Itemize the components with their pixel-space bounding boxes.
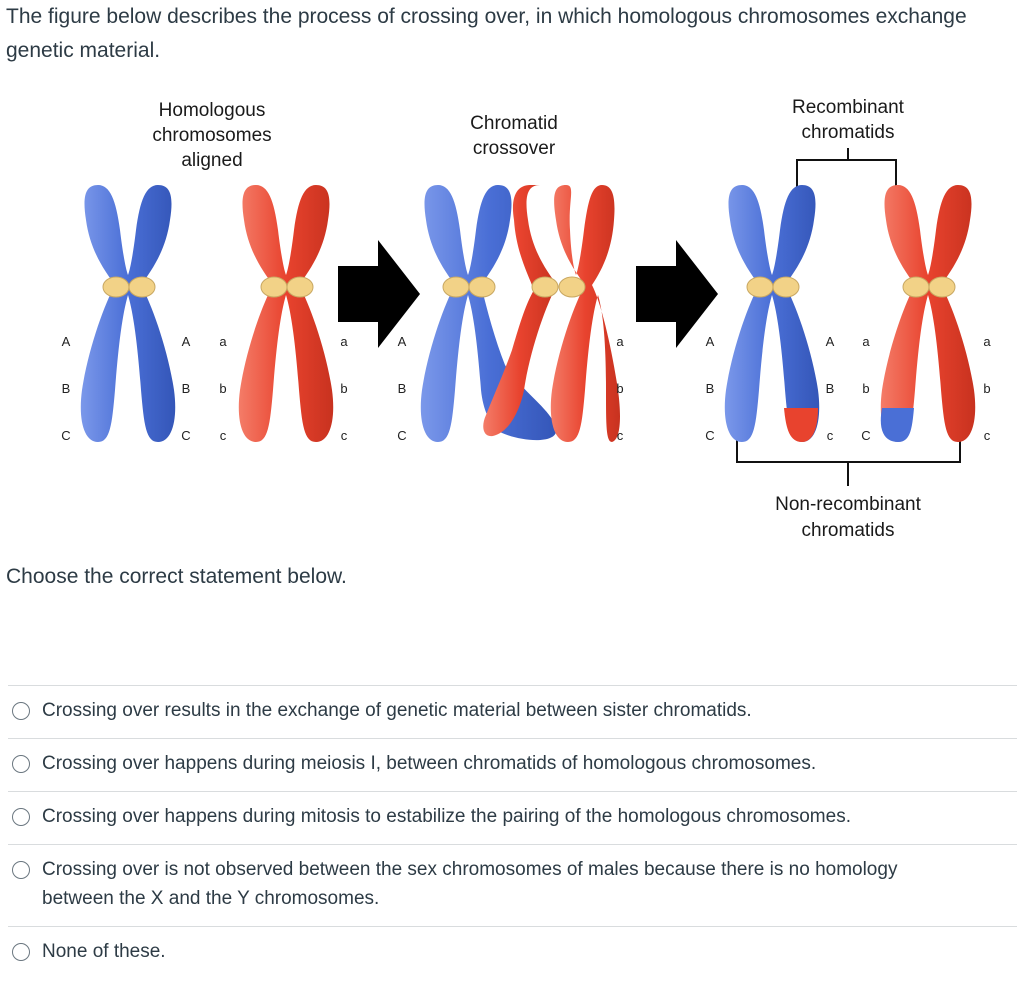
arrow-right-icon bbox=[636, 240, 718, 348]
gene-label-A: A bbox=[62, 334, 71, 349]
answer-label: Crossing over happens during meiosis I, … bbox=[42, 753, 817, 774]
gene-label-C: C bbox=[397, 428, 406, 443]
gene-label-c: c bbox=[984, 428, 991, 443]
arrow-right-icon bbox=[338, 240, 420, 348]
gene-label-C: C bbox=[61, 428, 70, 443]
caption-aligned-line2: chromosomes bbox=[152, 125, 271, 146]
radio-button[interactable] bbox=[12, 755, 30, 773]
crossing-over-diagram: Homologous chromosomes aligned Chromatid… bbox=[61, 97, 991, 541]
gene-label-c: c bbox=[617, 428, 624, 443]
caption-crossover-line1: Chromatid bbox=[470, 113, 558, 134]
caption-aligned-line1: Homologous bbox=[159, 100, 266, 121]
answer-option[interactable]: Crossing over results in the exchange of… bbox=[8, 685, 1017, 738]
gene-label-B: B bbox=[398, 381, 407, 396]
caption-aligned-line3: aligned bbox=[181, 150, 242, 171]
answer-label: Crossing over results in the exchange of… bbox=[42, 700, 752, 721]
stage1-blue-chromosome bbox=[80, 185, 176, 442]
gene-label-a: a bbox=[616, 334, 624, 349]
centromere bbox=[558, 276, 586, 298]
answer-option[interactable]: Crossing over is not observed between th… bbox=[8, 844, 1017, 926]
stage3-blue-chromosome bbox=[724, 185, 820, 442]
gene-label-B: B bbox=[62, 381, 71, 396]
gene-label-c: c bbox=[220, 428, 227, 443]
gene-label-A: A bbox=[706, 334, 715, 349]
gene-label-B: B bbox=[826, 381, 835, 396]
gene-label-b: b bbox=[616, 381, 623, 396]
gene-label-C: C bbox=[181, 428, 190, 443]
radio-button[interactable] bbox=[12, 702, 30, 720]
centromere bbox=[442, 276, 470, 298]
gene-label-a: a bbox=[983, 334, 991, 349]
gene-label-b: b bbox=[862, 381, 869, 396]
gene-label-b: b bbox=[219, 381, 226, 396]
answer-option[interactable]: None of these. bbox=[8, 926, 1017, 979]
stage1-red-chromosome bbox=[238, 185, 334, 442]
answer-label: Crossing over is not observed between th… bbox=[42, 859, 898, 909]
caption-recombinant-line1: Recombinant bbox=[792, 97, 905, 118]
centromere bbox=[102, 276, 130, 298]
gene-label-b: b bbox=[983, 381, 990, 396]
gene-label-c: c bbox=[827, 428, 834, 443]
radio-button[interactable] bbox=[12, 861, 30, 879]
gene-label-B: B bbox=[182, 381, 191, 396]
gene-label-a: a bbox=[340, 334, 348, 349]
centromere bbox=[468, 276, 496, 298]
nonrecombinant-bracket bbox=[736, 435, 961, 463]
gene-label-b: b bbox=[340, 381, 347, 396]
gene-label-A: A bbox=[182, 334, 191, 349]
recombinant-segment bbox=[784, 408, 818, 442]
recombinant-segment bbox=[880, 408, 914, 442]
question-intro: The figure below describes the process o… bbox=[6, 5, 967, 62]
gene-label-a: a bbox=[862, 334, 870, 349]
centromere bbox=[928, 276, 956, 298]
answer-option[interactable]: Crossing over happens during meiosis I, … bbox=[8, 738, 1017, 791]
caption-crossover-line2: crossover bbox=[473, 138, 556, 159]
answer-list: Crossing over results in the exchange of… bbox=[8, 685, 1017, 979]
centromere bbox=[531, 276, 559, 298]
centromere bbox=[746, 276, 774, 298]
caption-recombinant-line2: chromatids bbox=[802, 122, 895, 143]
centromere bbox=[902, 276, 930, 298]
question-prompt: Choose the correct statement below. bbox=[6, 565, 347, 588]
gene-label-C: C bbox=[861, 428, 870, 443]
caption-nonrecombinant-line2: chromatids bbox=[802, 520, 895, 541]
gene-label-a: a bbox=[219, 334, 227, 349]
stage3-red-chromosome bbox=[880, 185, 976, 442]
crossing-over-figure: Homologous chromosomes aligned Chromatid… bbox=[0, 90, 1024, 550]
recombinant-bracket bbox=[796, 159, 897, 198]
centromere bbox=[772, 276, 800, 298]
answer-option[interactable]: Crossing over happens during mitosis to … bbox=[8, 791, 1017, 844]
centromere bbox=[260, 276, 288, 298]
gene-label-C: C bbox=[705, 428, 714, 443]
answer-label: None of these. bbox=[42, 941, 166, 962]
radio-button[interactable] bbox=[12, 808, 30, 826]
gene-label-A: A bbox=[826, 334, 835, 349]
stage2-red-chromosome bbox=[483, 185, 620, 442]
gene-label-B: B bbox=[706, 381, 715, 396]
stage2-blue-chromosome bbox=[420, 185, 557, 442]
gene-label-A: A bbox=[398, 334, 407, 349]
radio-button[interactable] bbox=[12, 943, 30, 961]
gene-label-c: c bbox=[341, 428, 348, 443]
centromere bbox=[128, 276, 156, 298]
answer-label: Crossing over happens during mitosis to … bbox=[42, 806, 851, 827]
caption-nonrecombinant-line1: Non-recombinant bbox=[775, 494, 921, 515]
centromere bbox=[286, 276, 314, 298]
